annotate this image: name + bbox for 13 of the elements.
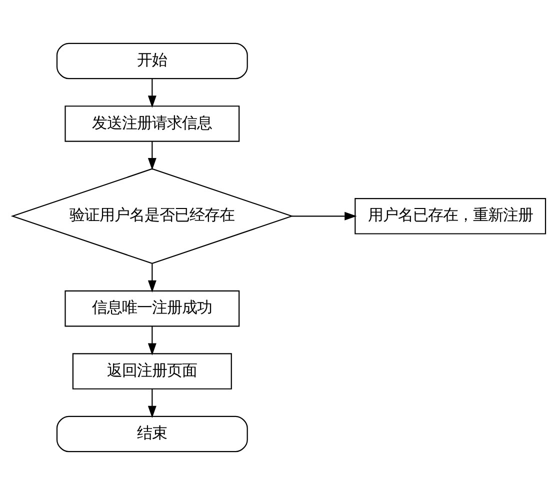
node-box: 信息唯一注册成功 (64, 290, 240, 326)
arrow (148, 388, 156, 418)
node-diamond: 验证用户名是否已经存在 (10, 168, 294, 264)
node-box: 发送注册请求信息 (64, 105, 240, 142)
arrow (148, 78, 156, 108)
node-box: 开始 (56, 42, 248, 79)
node-box: 结束 (56, 415, 248, 452)
node-box: 返回注册页面 (72, 352, 232, 389)
arrow (148, 263, 156, 292)
arrow (292, 211, 357, 220)
node-box: 用户名已存在，重新注册 (354, 197, 546, 234)
arrow (148, 326, 156, 355)
arrow (148, 140, 156, 170)
